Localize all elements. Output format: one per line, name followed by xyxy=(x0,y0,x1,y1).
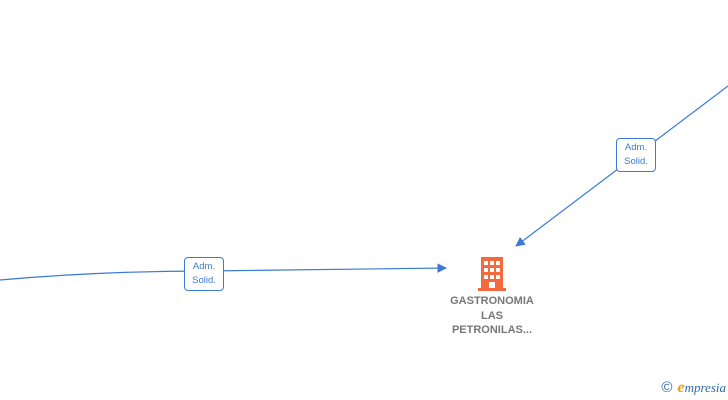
edge-label-1-line-2: Solid. xyxy=(192,275,216,286)
company-node[interactable]: GASTRONOMIA LAS PETRONILAS... xyxy=(432,254,552,338)
building-icon xyxy=(475,254,509,292)
edge-label-1-line-1: Adm. xyxy=(192,261,216,272)
edge-label-2[interactable]: Adm. Solid. xyxy=(616,138,656,172)
brand-watermark: © empresia xyxy=(661,380,726,396)
company-name-line-1: GASTRONOMIA xyxy=(450,295,534,307)
company-name-line-3: PETRONILAS... xyxy=(451,324,533,336)
edge-label-1[interactable]: Adm. Solid. xyxy=(184,257,224,291)
edge-label-2-line-2: Solid. xyxy=(624,156,648,167)
company-name[interactable]: GASTRONOMIA LAS PETRONILAS... xyxy=(432,294,552,338)
brand-logo-initial: e xyxy=(677,379,685,396)
copyright-icon: © xyxy=(661,379,673,396)
brand-logo: empresia xyxy=(677,380,726,396)
brand-logo-rest: mpresia xyxy=(684,380,726,395)
company-name-line-2: LAS xyxy=(481,309,503,322)
edge-label-2-line-1: Adm. xyxy=(624,142,648,153)
